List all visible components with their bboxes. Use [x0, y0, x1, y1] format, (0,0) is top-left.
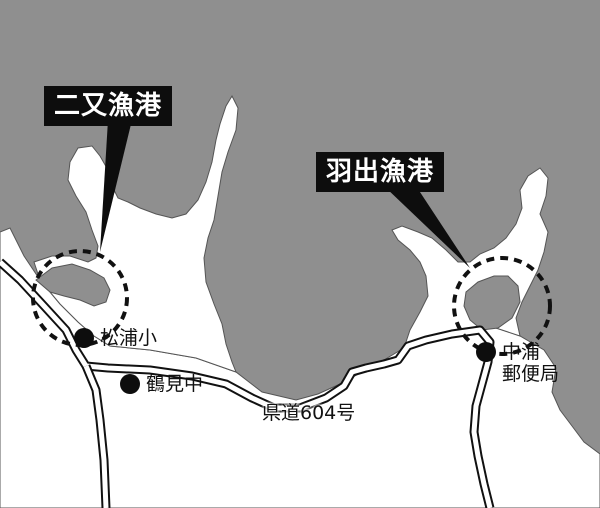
matsuura-elementary-marker	[74, 328, 94, 348]
futamata-callout-pointer	[100, 120, 132, 252]
hade-callout-pointer	[384, 186, 470, 268]
matsuura-elementary-label: 松浦小	[100, 327, 158, 349]
hade-harbor-circle	[452, 256, 552, 356]
prefectural-road-label: 県道604号	[262, 402, 356, 424]
nakaura-post-office-marker	[476, 342, 496, 362]
nakaura-post-office-line2: 郵便局	[502, 363, 560, 385]
tsurumi-junior-high-marker	[120, 374, 140, 394]
tsurumi-junior-high-label: 鶴見中	[146, 373, 204, 395]
side-road-fill	[83, 365, 109, 508]
inlet-futamata	[35, 263, 111, 307]
land-area-futamata	[33, 94, 239, 373]
inlet-hade	[463, 275, 521, 331]
futamata-harbor-label: 二又漁港	[44, 86, 173, 126]
nakaura-post-office-line1: 中浦	[502, 341, 541, 363]
nakaura-post-office-label: 中浦 郵便局	[502, 341, 559, 385]
hade-harbor-label: 羽出漁港	[316, 152, 445, 192]
